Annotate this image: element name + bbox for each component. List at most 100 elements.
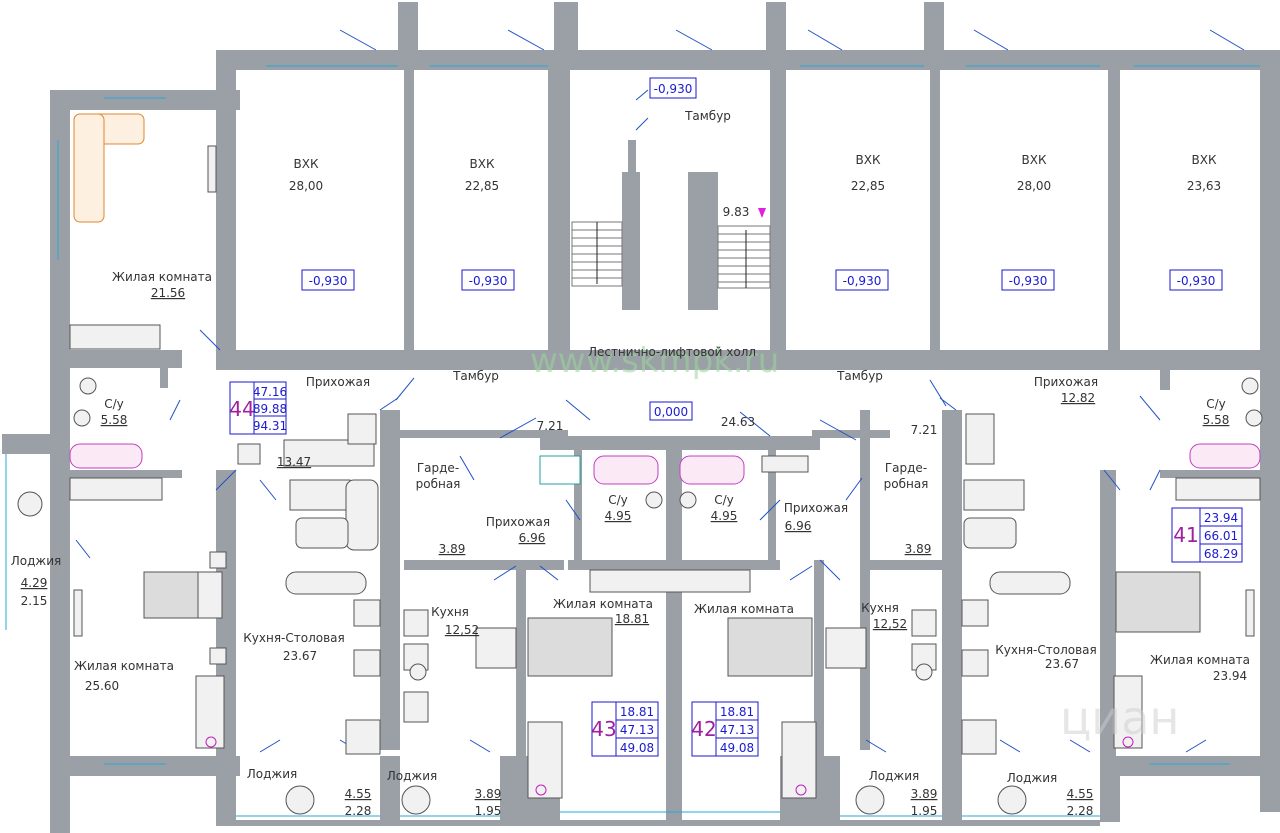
- room-area: 21.56: [151, 286, 185, 300]
- room-name: Прихожая: [784, 501, 848, 515]
- room-name: Лоджия: [387, 769, 438, 783]
- level-mark: -0,930: [309, 274, 348, 288]
- area-living: 18.81: [720, 705, 754, 719]
- vhk-room-4: ВХК 28,00 -0,930: [1001, 153, 1055, 291]
- watermark-text: www.skmpk.ru: [530, 341, 779, 381]
- area-total: 89.88: [253, 402, 287, 416]
- area-with-loggia: 49.08: [620, 741, 654, 755]
- level-mark: -0,930: [843, 274, 882, 288]
- room-name: С/у: [608, 493, 628, 507]
- room-area: 28,00: [1017, 179, 1051, 193]
- room-area: 4.95: [605, 509, 632, 523]
- apartment-43-rooms: Гарде- робная 3.89 Прихожая 6.96 С/у 4.9…: [387, 461, 653, 818]
- tambur-right-label: Тамбур: [836, 369, 883, 383]
- room-name: ВХК: [294, 157, 319, 171]
- room-area: 4.29: [21, 576, 48, 590]
- area-living: 18.81: [620, 705, 654, 719]
- room-name: Лоджия: [11, 554, 62, 568]
- room-name: Кухня-Столовая: [995, 643, 1096, 657]
- area-living: 47.16: [253, 385, 287, 399]
- level-mark: -0,930: [1009, 274, 1048, 288]
- room-name: Прихожая: [1034, 375, 1098, 389]
- apartment-44-summary: 44 47.16 89.88 94.31: [229, 381, 287, 435]
- room-name: Гарде-: [885, 461, 927, 475]
- apartment-42-rooms: С/у 4.95 Прихожая 6.96 Жилая комната Кух…: [694, 461, 937, 818]
- room-area: 3.89: [439, 542, 466, 556]
- watermark-text-2: циан: [1060, 691, 1179, 745]
- level-box: [1001, 269, 1055, 291]
- room-area: 25.60: [85, 679, 119, 693]
- summary-frame: [691, 701, 759, 757]
- room-name: ВХК: [1192, 153, 1217, 167]
- area-with-loggia: 68.29: [1204, 547, 1238, 561]
- area-with-loggia: 49.08: [720, 741, 754, 755]
- room-area: 23.67: [1045, 657, 1079, 671]
- room-name: Прихожая: [306, 375, 370, 389]
- room-area: 12,52: [445, 623, 479, 637]
- apartment-number: 43: [591, 717, 616, 741]
- room-name: Кухня: [431, 605, 469, 619]
- room-name-2: робная: [884, 477, 929, 491]
- area-total: 66.01: [1204, 529, 1238, 543]
- room-area: 12,52: [873, 617, 907, 631]
- hall-area-a: 7.21: [537, 419, 564, 433]
- room-area: 22,85: [851, 179, 885, 193]
- room-area: 1.95: [911, 804, 938, 818]
- level-box: [301, 269, 355, 291]
- hall-label: Лестнично-лифтовой холл: [588, 345, 756, 359]
- room-area: 4.55: [345, 787, 372, 801]
- room-name: С/у: [714, 493, 734, 507]
- windows: [5, 65, 1260, 817]
- vhk-room-3: ВХК 22,85 -0,930: [835, 153, 889, 291]
- room-area: 5.58: [101, 413, 128, 427]
- room-area: 2.28: [1067, 804, 1094, 818]
- room-name: Жилая комната: [694, 602, 794, 616]
- room-area: 1.95: [475, 804, 502, 818]
- room-name: Кухня-Столовая: [243, 631, 344, 645]
- tambur-level: -0,930: [654, 82, 693, 96]
- apartment-number: 42: [691, 717, 716, 741]
- room-area: 18.81: [615, 612, 649, 626]
- room-name: Лоджия: [1007, 771, 1058, 785]
- apartment-41-summary: 41 23.94 66.01 68.29: [1171, 507, 1243, 563]
- room-area: 5.58: [1203, 413, 1230, 427]
- room-name: Гарде-: [417, 461, 459, 475]
- room-name: Кухня: [861, 601, 899, 615]
- apartment-41-rooms: Прихожая 12.82 С/у 5.58 Кухня-Столовая 2…: [995, 375, 1250, 818]
- room-area: 4.95: [711, 509, 738, 523]
- room-area: 23.67: [283, 649, 317, 663]
- level-box: [1169, 269, 1223, 291]
- vhk-room-1: ВХК 28,00 -0,930: [289, 157, 355, 291]
- room-name: Жилая комната: [74, 659, 174, 673]
- level-mark: -0,930: [469, 274, 508, 288]
- room-area: 4.55: [1067, 787, 1094, 801]
- room-area: 22,85: [465, 179, 499, 193]
- room-name: С/у: [104, 397, 124, 411]
- room-name: Лоджия: [247, 767, 298, 781]
- stair-area: 9.83: [723, 205, 750, 219]
- level-box: [461, 269, 515, 291]
- apartment-43-summary: 43 18.81 47.13 49.08: [591, 701, 659, 757]
- room-name: ВХК: [856, 153, 881, 167]
- room-area: 2.28: [345, 804, 372, 818]
- area-with-loggia: 94.31: [253, 419, 287, 433]
- area-total: 47.13: [620, 723, 654, 737]
- vhk-room-2: ВХК 22,85 -0,930: [461, 157, 515, 291]
- apartment-42-summary: 42 18.81 47.13 49.08: [691, 701, 759, 757]
- hall-area-c: 7.21: [911, 423, 938, 437]
- room-name: Лоджия: [869, 769, 920, 783]
- room-name: Жилая комната: [553, 597, 653, 611]
- summary-frame: [591, 701, 659, 757]
- room-area: 23.94: [1213, 669, 1247, 683]
- area-total: 47.13: [720, 723, 754, 737]
- room-name: Прихожая: [486, 515, 550, 529]
- hall-level: 0,000: [654, 405, 688, 419]
- summary-frame: [229, 381, 287, 435]
- room-name-2: робная: [416, 477, 461, 491]
- room-name: Жилая комната: [1150, 653, 1250, 667]
- vhk-room-5: ВХК 23,63 -0,930: [1169, 153, 1223, 291]
- room-name: С/у: [1206, 397, 1226, 411]
- room-area: 3.89: [475, 787, 502, 801]
- room-name: Жилая комната: [112, 270, 212, 284]
